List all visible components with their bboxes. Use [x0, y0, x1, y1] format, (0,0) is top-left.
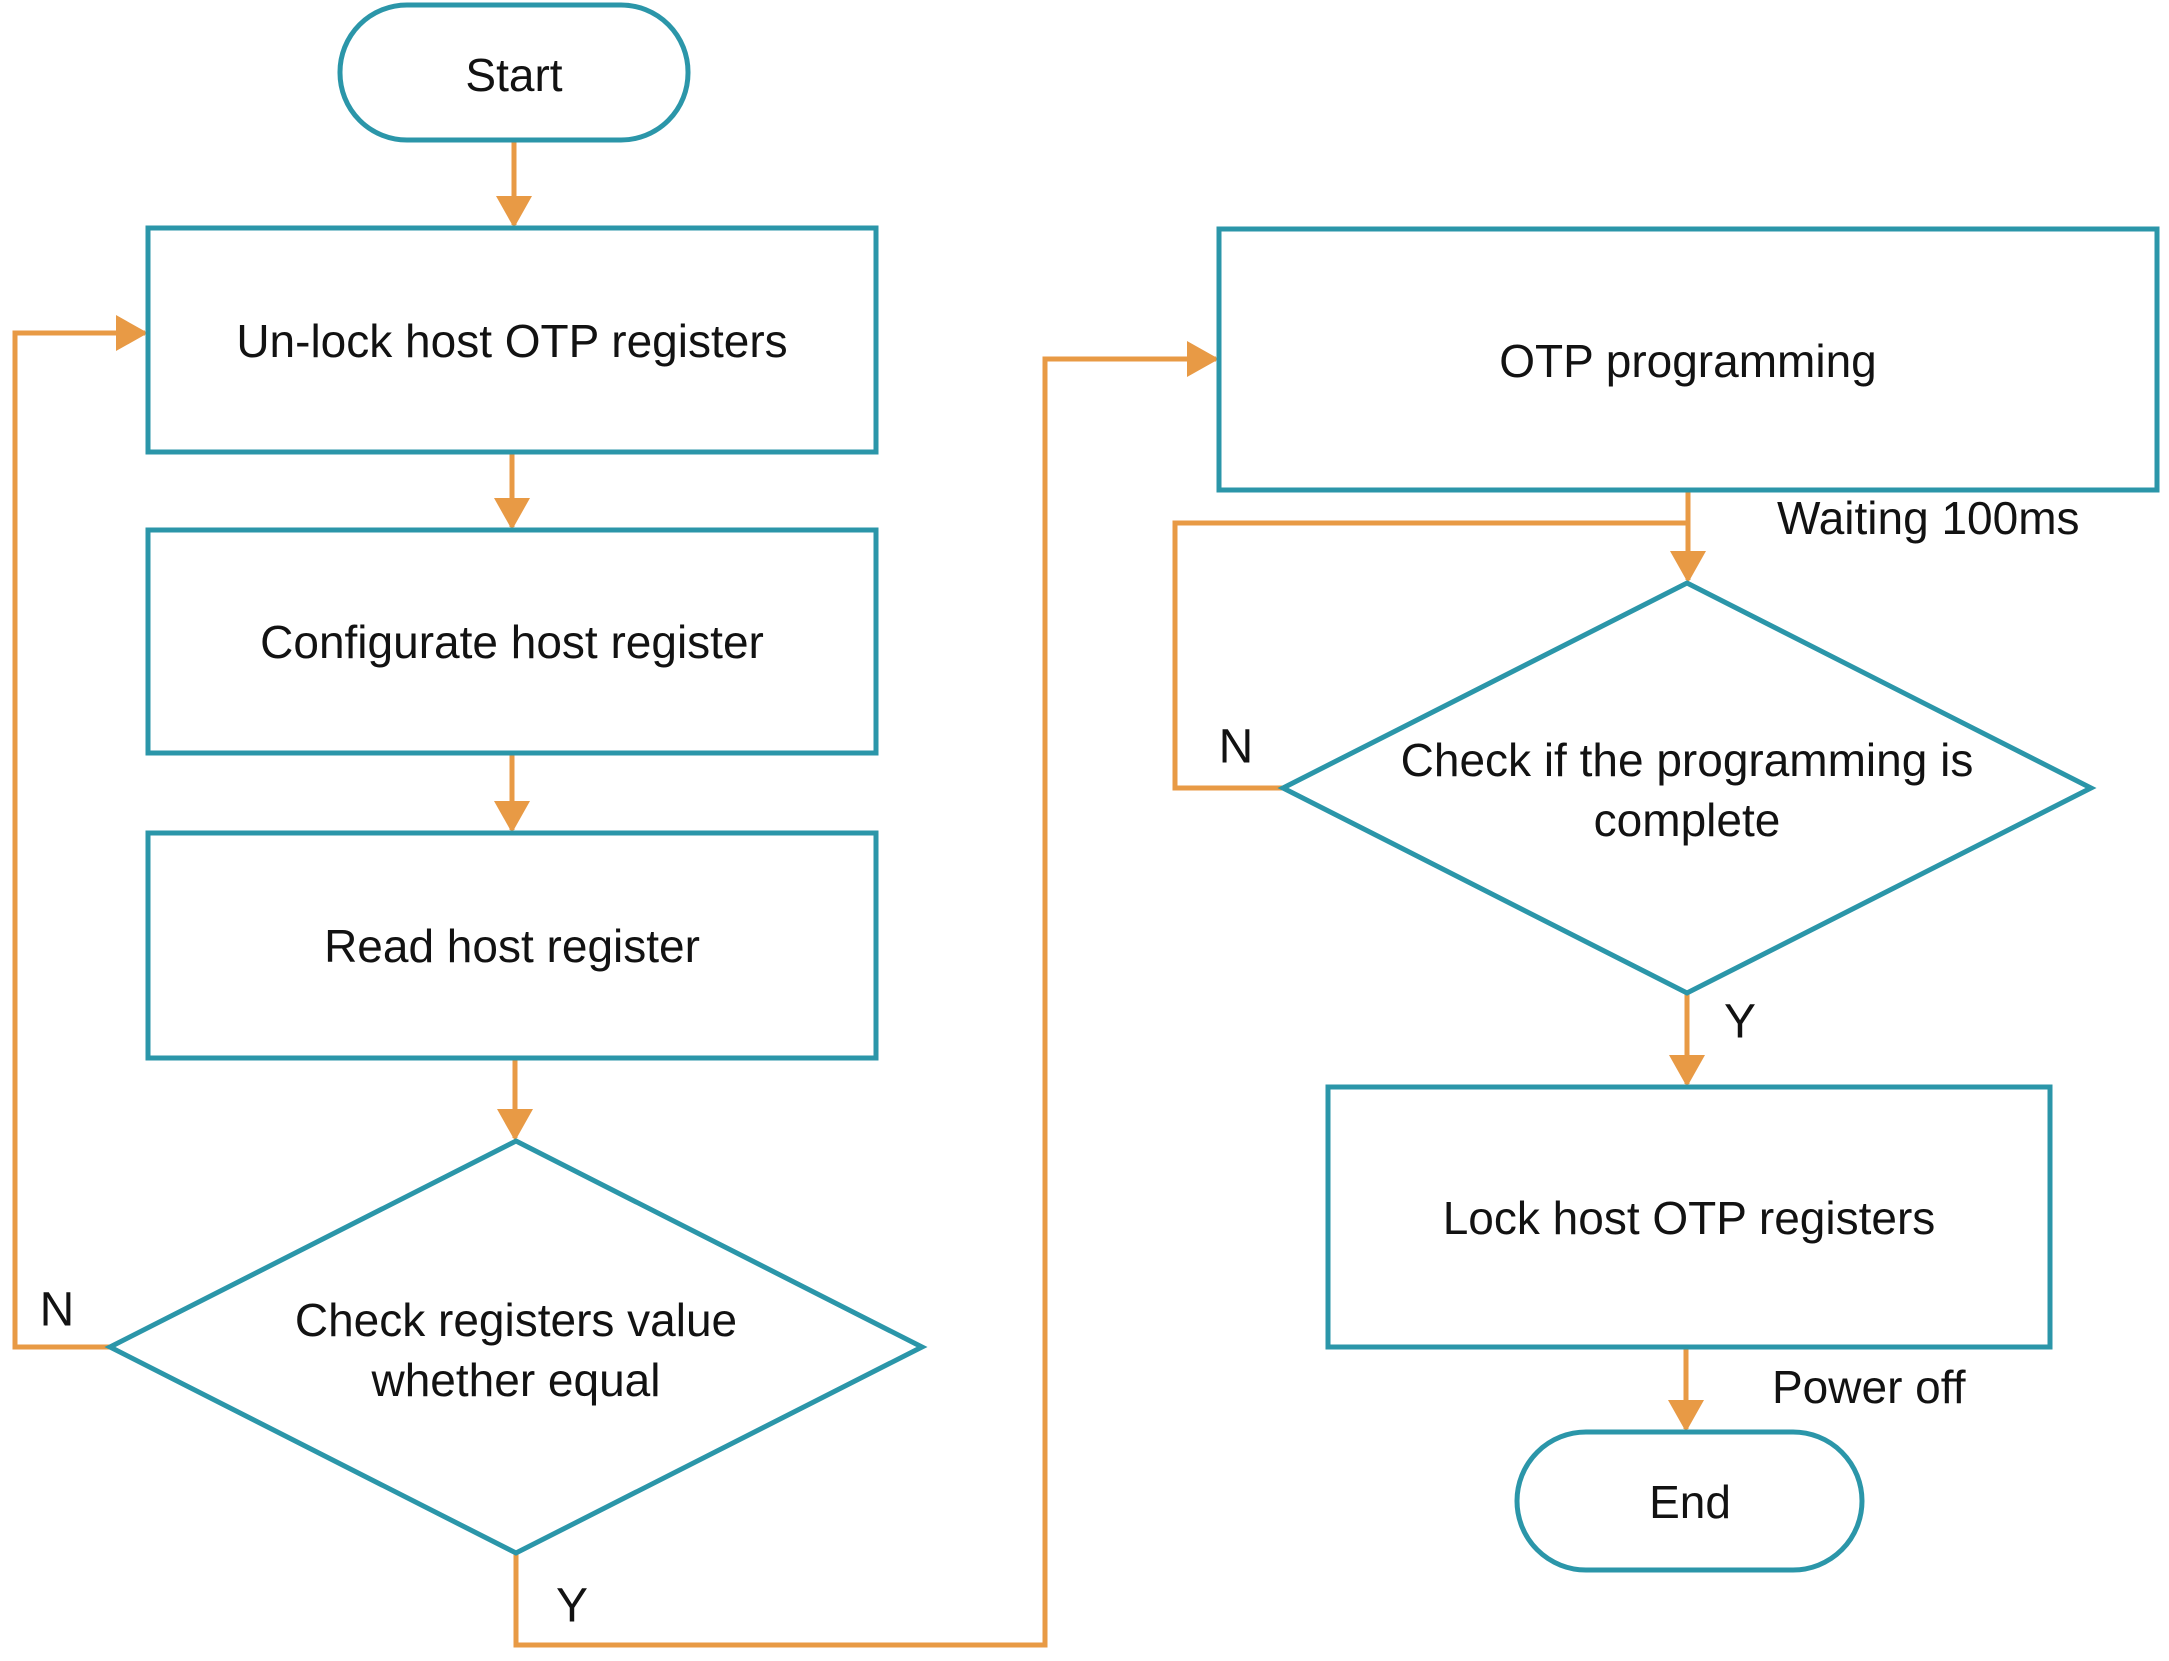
read-process-box — [145, 830, 879, 1061]
lock-label: Lock host OTP registers — [1443, 1192, 1936, 1244]
arrowhead-unlock-to-configurate — [494, 498, 530, 530]
configurate-label: Configurate host register — [260, 616, 764, 668]
check-registers-decision — [104, 1138, 928, 1556]
arrowhead-lock-to-end — [1668, 1400, 1704, 1432]
arrowhead-check-registers-yes-to-otp — [1187, 341, 1219, 377]
check-programming-label-line1: Check if the programming is — [1401, 734, 1974, 786]
check-registers-no-label: N — [40, 1284, 75, 1337]
arrowhead-otp-to-check-programming — [1670, 551, 1706, 583]
check-programming-label-line2: complete — [1594, 794, 1781, 846]
check-programming-yes-label: Y — [1724, 996, 1756, 1049]
start-terminator — [337, 2, 691, 143]
waiting-100ms-note: Waiting 100ms — [1777, 492, 2080, 544]
arrowhead-check-programming-yes-to-lock — [1669, 1055, 1705, 1087]
power-off-note: Power off — [1772, 1361, 1966, 1413]
check-programming-no-label: N — [1219, 721, 1254, 774]
read-label: Read host register — [324, 920, 700, 972]
arrowhead-configurate-to-read — [494, 801, 530, 833]
edge-check-registers-yes-to-otp — [513, 356, 1216, 1648]
edge-check-registers-no-loop — [12, 330, 145, 1350]
start-label: Start — [465, 49, 562, 101]
check-registers-label-line2: whether equal — [371, 1354, 661, 1406]
check-programming-decision — [1277, 580, 2097, 996]
end-label: End — [1649, 1476, 1731, 1528]
unlock-label: Un-lock host OTP registers — [236, 315, 787, 367]
otp-programming-label: OTP programming — [1499, 335, 1877, 387]
arrowhead-start-to-unlock — [496, 196, 532, 228]
otp-programming-process-box — [1216, 226, 2160, 493]
arrowhead-check-registers-no-loop — [116, 315, 148, 351]
check-registers-yes-label: Y — [556, 1580, 588, 1633]
configurate-process-box — [145, 527, 879, 756]
end-terminator — [1514, 1429, 1865, 1573]
edge-check-programming-no-loop — [1172, 520, 1690, 791]
arrowhead-read-to-check-registers — [497, 1109, 533, 1141]
lock-process-box — [1325, 1084, 2053, 1350]
unlock-process-box — [145, 225, 879, 455]
check-registers-label-line1: Check registers value — [295, 1294, 737, 1346]
